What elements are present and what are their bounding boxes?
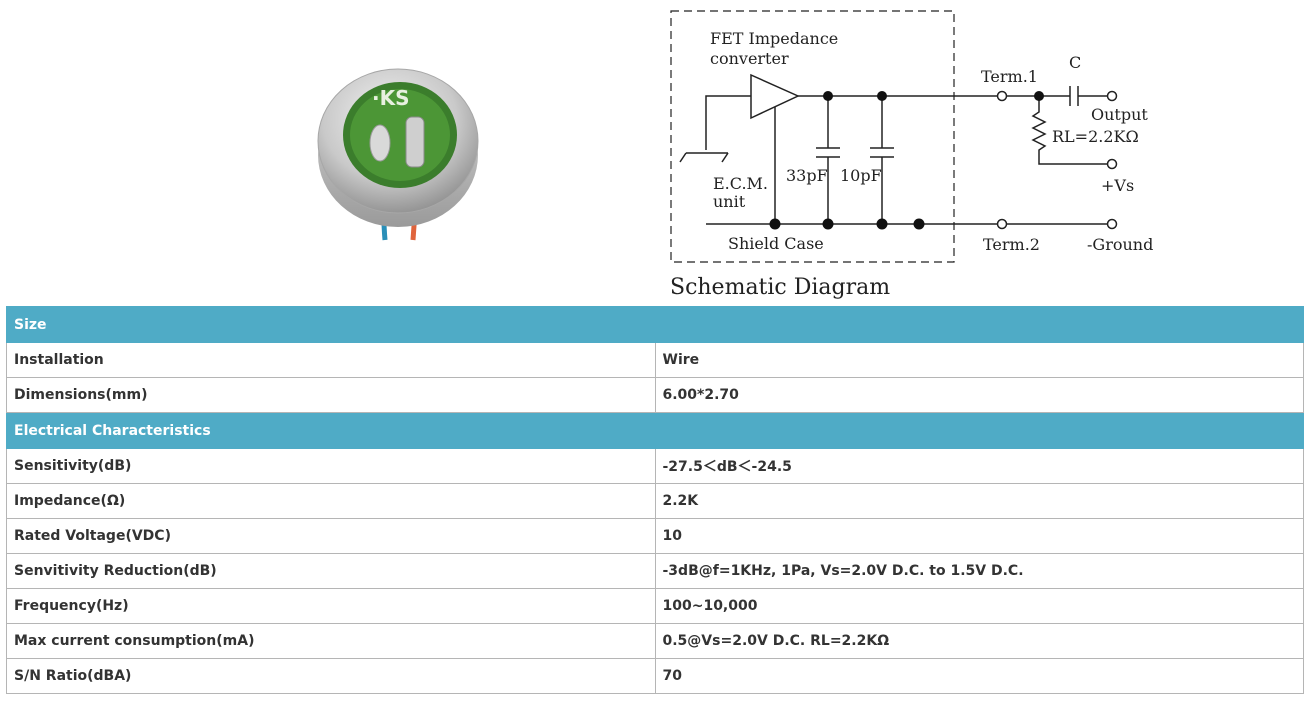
converter-label-2: converter <box>710 49 789 68</box>
spec-label: S/N Ratio(dBA) <box>6 658 656 694</box>
ecm-label-1: E.C.M. <box>713 174 768 193</box>
spec-value: 10 <box>654 518 1304 554</box>
output-label: Output <box>1091 105 1148 124</box>
spec-value: 70 <box>654 658 1304 694</box>
rl-label: RL=2.2KΩ <box>1052 127 1139 146</box>
spec-value: 100~10,000 <box>654 588 1304 624</box>
spec-value: 6.00*2.70 <box>654 377 1304 413</box>
spec-table: Size Installation Wire Dimensions(mm) 6.… <box>6 306 1304 694</box>
spec-value: -3dB@f=1KHz, 1Pa, Vs=2.0V D.C. to 1.5V D… <box>654 553 1304 589</box>
spec-label: Sensitivity(dB) <box>6 448 656 484</box>
table-row: Impedance(Ω) 2.2K <box>6 483 1304 519</box>
solder-pad-left <box>369 124 391 162</box>
table-row: Installation Wire <box>6 342 1304 378</box>
spec-value: 2.2K <box>654 483 1304 519</box>
spec-label: Installation <box>6 342 656 378</box>
table-row: Senvitivity Reduction(dB) -3dB@f=1KHz, 1… <box>6 553 1304 589</box>
dashed-enclosure <box>670 10 955 263</box>
term1-label: Term.1 <box>981 67 1038 86</box>
cap2-label: 10pF <box>840 166 882 185</box>
table-row: S/N Ratio(dBA) 70 <box>6 658 1304 694</box>
spec-label: Dimensions(mm) <box>6 377 656 413</box>
spec-label: Rated Voltage(VDC) <box>6 518 656 554</box>
schematic-diagram: FET Impedance converter E.C.M. unit 33pF… <box>670 10 1153 300</box>
table-row: Sensitivity(dB) -27.5＜dB＜-24.5 <box>6 448 1304 484</box>
section-title: Size <box>6 306 1304 343</box>
product-header-area: ·KS <box>0 0 1313 305</box>
section-header-size: Size <box>6 306 1304 343</box>
spec-label: Impedance(Ω) <box>6 483 656 519</box>
table-row: Rated Voltage(VDC) 10 <box>6 518 1304 554</box>
cap1-label: 33pF <box>786 166 828 185</box>
spec-value: 0.5@Vs=2.0V D.C. RL=2.2KΩ <box>654 623 1304 659</box>
shield-case-label: Shield Case <box>728 234 824 253</box>
ground-label: -Ground <box>1087 235 1153 254</box>
schematic-caption: Schematic Diagram <box>670 275 890 300</box>
mic-logo: ·KS <box>372 86 410 110</box>
table-row: Max current consumption(mA) 0.5@Vs=2.0V … <box>6 623 1304 659</box>
section-header-electrical: Electrical Characteristics <box>6 412 1304 449</box>
spec-value: -27.5＜dB＜-24.5 <box>654 448 1304 484</box>
converter-label-1: FET Impedance <box>710 29 838 48</box>
table-row: Dimensions(mm) 6.00*2.70 <box>6 377 1304 413</box>
capacitor-c-label: C <box>1069 53 1081 72</box>
term2-label: Term.2 <box>983 235 1040 254</box>
solder-pad-right <box>405 116 425 168</box>
spec-label: Max current consumption(mA) <box>6 623 656 659</box>
microphone-photo: ·KS <box>317 68 479 241</box>
spec-label: Frequency(Hz) <box>6 588 656 624</box>
section-title: Electrical Characteristics <box>6 412 1304 449</box>
spec-value: Wire <box>654 342 1304 378</box>
vs-label: +Vs <box>1101 176 1134 195</box>
table-row: Frequency(Hz) 100~10,000 <box>6 588 1304 624</box>
spec-label: Senvitivity Reduction(dB) <box>6 553 656 589</box>
ecm-label-2: unit <box>713 192 746 211</box>
